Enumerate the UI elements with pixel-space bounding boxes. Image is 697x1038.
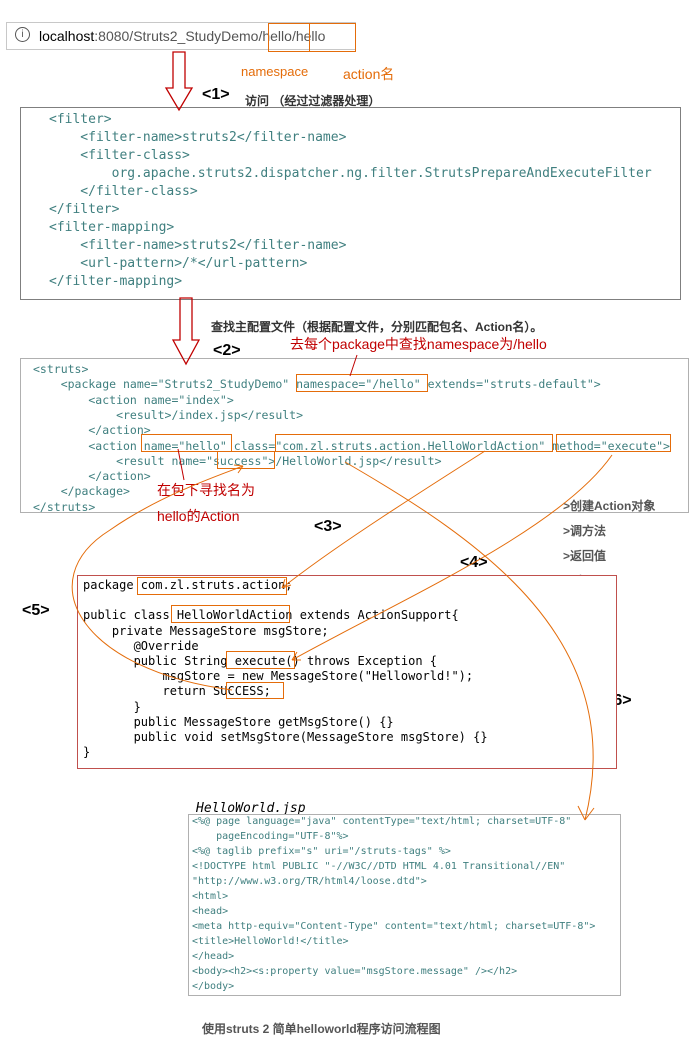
find-action-note-line1: 在包下寻找名为 bbox=[157, 482, 255, 498]
java-code-line: @Override bbox=[83, 638, 199, 653]
struts-xml-line: </action> bbox=[33, 469, 151, 484]
step5-label: <5> bbox=[22, 602, 50, 619]
web-xml-line: <filter-mapping> bbox=[49, 220, 175, 235]
java-code-line: package com.zl.struts.action; bbox=[83, 578, 293, 592]
arrow-step3-class bbox=[281, 450, 486, 589]
java-action-box: package com.zl.struts.action;public clas… bbox=[77, 575, 617, 769]
java-code-line: private MessageStore msgStore; bbox=[83, 623, 329, 638]
namespace-attr-highlight bbox=[296, 374, 428, 392]
step1-label: <1> bbox=[202, 86, 230, 103]
arrow-step5-head bbox=[233, 464, 244, 474]
arrow-step3-head bbox=[281, 578, 292, 589]
struts-xml-line: <result>/index.jsp</result> bbox=[33, 407, 304, 422]
connector-namespace-note bbox=[349, 354, 358, 377]
struts-xml-line: </package> bbox=[33, 484, 130, 499]
arrow-step1 bbox=[164, 51, 194, 112]
java-code-line: } bbox=[83, 699, 141, 714]
arrow-step6-page bbox=[344, 461, 594, 821]
arrow-step4-method bbox=[291, 454, 613, 661]
step3-label: <3> bbox=[314, 518, 342, 535]
jsp-code-line: <meta http-equiv="Content-Type" content=… bbox=[192, 921, 596, 932]
struts-xml-line: </struts> bbox=[33, 499, 96, 514]
jsp-box: <%@ page language="java" contentType="te… bbox=[188, 814, 621, 996]
step1-description: 访问 （经过过滤器处理） bbox=[245, 94, 381, 108]
class-name-highlight bbox=[171, 605, 290, 623]
java-code-line: } bbox=[83, 745, 91, 760]
find-namespace-note: 去每个package中查找namespace为/hello bbox=[290, 336, 547, 352]
steps-list-item: >返回值 bbox=[563, 549, 607, 563]
steps-list-item: >调方法 bbox=[563, 524, 607, 538]
java-code-line: return SUCCESS; bbox=[83, 684, 271, 699]
arrow-step5-return bbox=[71, 465, 244, 691]
jsp-code-line: pageEncoding="UTF-8"%> bbox=[192, 831, 349, 842]
jsp-code-line: <head> bbox=[192, 906, 229, 917]
web-xml-line: <filter> bbox=[49, 112, 112, 127]
jsp-code-line: <body><h2><s:property value="msgStore.me… bbox=[192, 966, 518, 977]
web-xml-line: </filter-class> bbox=[49, 184, 198, 199]
diagram-caption: 使用struts 2 简单helloworld程序访问流程图 bbox=[202, 1022, 441, 1036]
browser-url-bar[interactable]: i localhost:8080/Struts2_StudyDemo/hello… bbox=[6, 22, 356, 50]
struts-xml-box: <struts> <package name="Struts2_StudyDem… bbox=[20, 358, 689, 514]
struts-xml-line: <package name="Struts2_StudyDemo" namesp… bbox=[33, 377, 601, 392]
info-icon: i bbox=[15, 27, 30, 42]
action-name-highlight bbox=[309, 23, 356, 52]
step2-description: 查找主配置文件（根据配置文件，分别匹配包名、Action名）。 bbox=[211, 320, 543, 334]
arrow-step4-head bbox=[291, 651, 301, 661]
struts-xml-line: <action name="index"> bbox=[33, 392, 234, 407]
result-name-highlight bbox=[217, 451, 275, 469]
jsp-code-line: <html> bbox=[192, 891, 229, 902]
jsp-code-line: <%@ page language="java" contentType="te… bbox=[192, 816, 572, 827]
web-xml-line: org.apache.struts2.dispatcher.ng.filter.… bbox=[49, 166, 652, 181]
java-code-line: msgStore = new MessageStore("Helloworld!… bbox=[83, 669, 474, 684]
struts-xml-line: <result name="success">/HelloWorld.jsp</… bbox=[33, 453, 442, 468]
jsp-code-line: </body> bbox=[192, 981, 235, 992]
web-xml-line: <filter-class> bbox=[49, 148, 190, 163]
success-return-highlight bbox=[226, 682, 284, 699]
web-xml-line: <filter-name>struts2</filter-name> bbox=[49, 238, 347, 253]
jsp-code-line: "http://www.w3.org/TR/html4/loose.dtd"> bbox=[192, 876, 427, 887]
java-code-line: public MessageStore getMsgStore() {} bbox=[83, 714, 394, 729]
arrow-step6-head bbox=[577, 805, 595, 821]
java-code-line: public void setMsgStore(MessageStore msg… bbox=[83, 730, 488, 744]
jsp-code-line: <!DOCTYPE html PUBLIC "-//W3C//DTD HTML … bbox=[192, 861, 566, 872]
struts-xml-line: <struts> bbox=[33, 362, 89, 376]
connector-action-note bbox=[177, 448, 185, 481]
web-xml-line: </filter> bbox=[49, 202, 120, 217]
action-name-attr-highlight bbox=[141, 434, 232, 452]
jsp-code-line: </head> bbox=[192, 951, 235, 962]
step2-label: <2> bbox=[213, 342, 241, 359]
jsp-code-line: <%@ taglib prefix="s" uri="/struts-tags"… bbox=[192, 846, 451, 857]
url-text: localhost:8080/Struts2_StudyDemo/hello/h… bbox=[39, 28, 326, 44]
struts-xml-line: <action name="hello" class="com.zl.strut… bbox=[33, 438, 670, 453]
web-xml-line: </filter-mapping> bbox=[49, 274, 183, 289]
web-xml-filter-box: <filter> <filter-name>struts2</filter-na… bbox=[20, 107, 681, 300]
namespace-label: namespace bbox=[241, 64, 309, 79]
java-code-line: public String execute() throws Exception… bbox=[83, 654, 438, 668]
web-xml-line: <filter-name>struts2</filter-name> bbox=[49, 130, 347, 145]
action-name-label: action名 bbox=[343, 66, 395, 82]
arrow-step2 bbox=[171, 297, 201, 366]
struts-xml-line: </action> bbox=[33, 423, 151, 438]
jsp-code-line: <title>HelloWorld!</title> bbox=[192, 936, 349, 947]
action-class-highlight bbox=[275, 434, 553, 452]
web-xml-line: <url-pattern>/*</url-pattern> bbox=[49, 256, 308, 271]
steps-list-item: >创建Action对象 bbox=[563, 499, 656, 513]
action-method-highlight bbox=[556, 434, 671, 452]
find-action-note-line2: hello的Action bbox=[157, 508, 240, 524]
jsp-title: HelloWorld.jsp bbox=[196, 801, 306, 816]
